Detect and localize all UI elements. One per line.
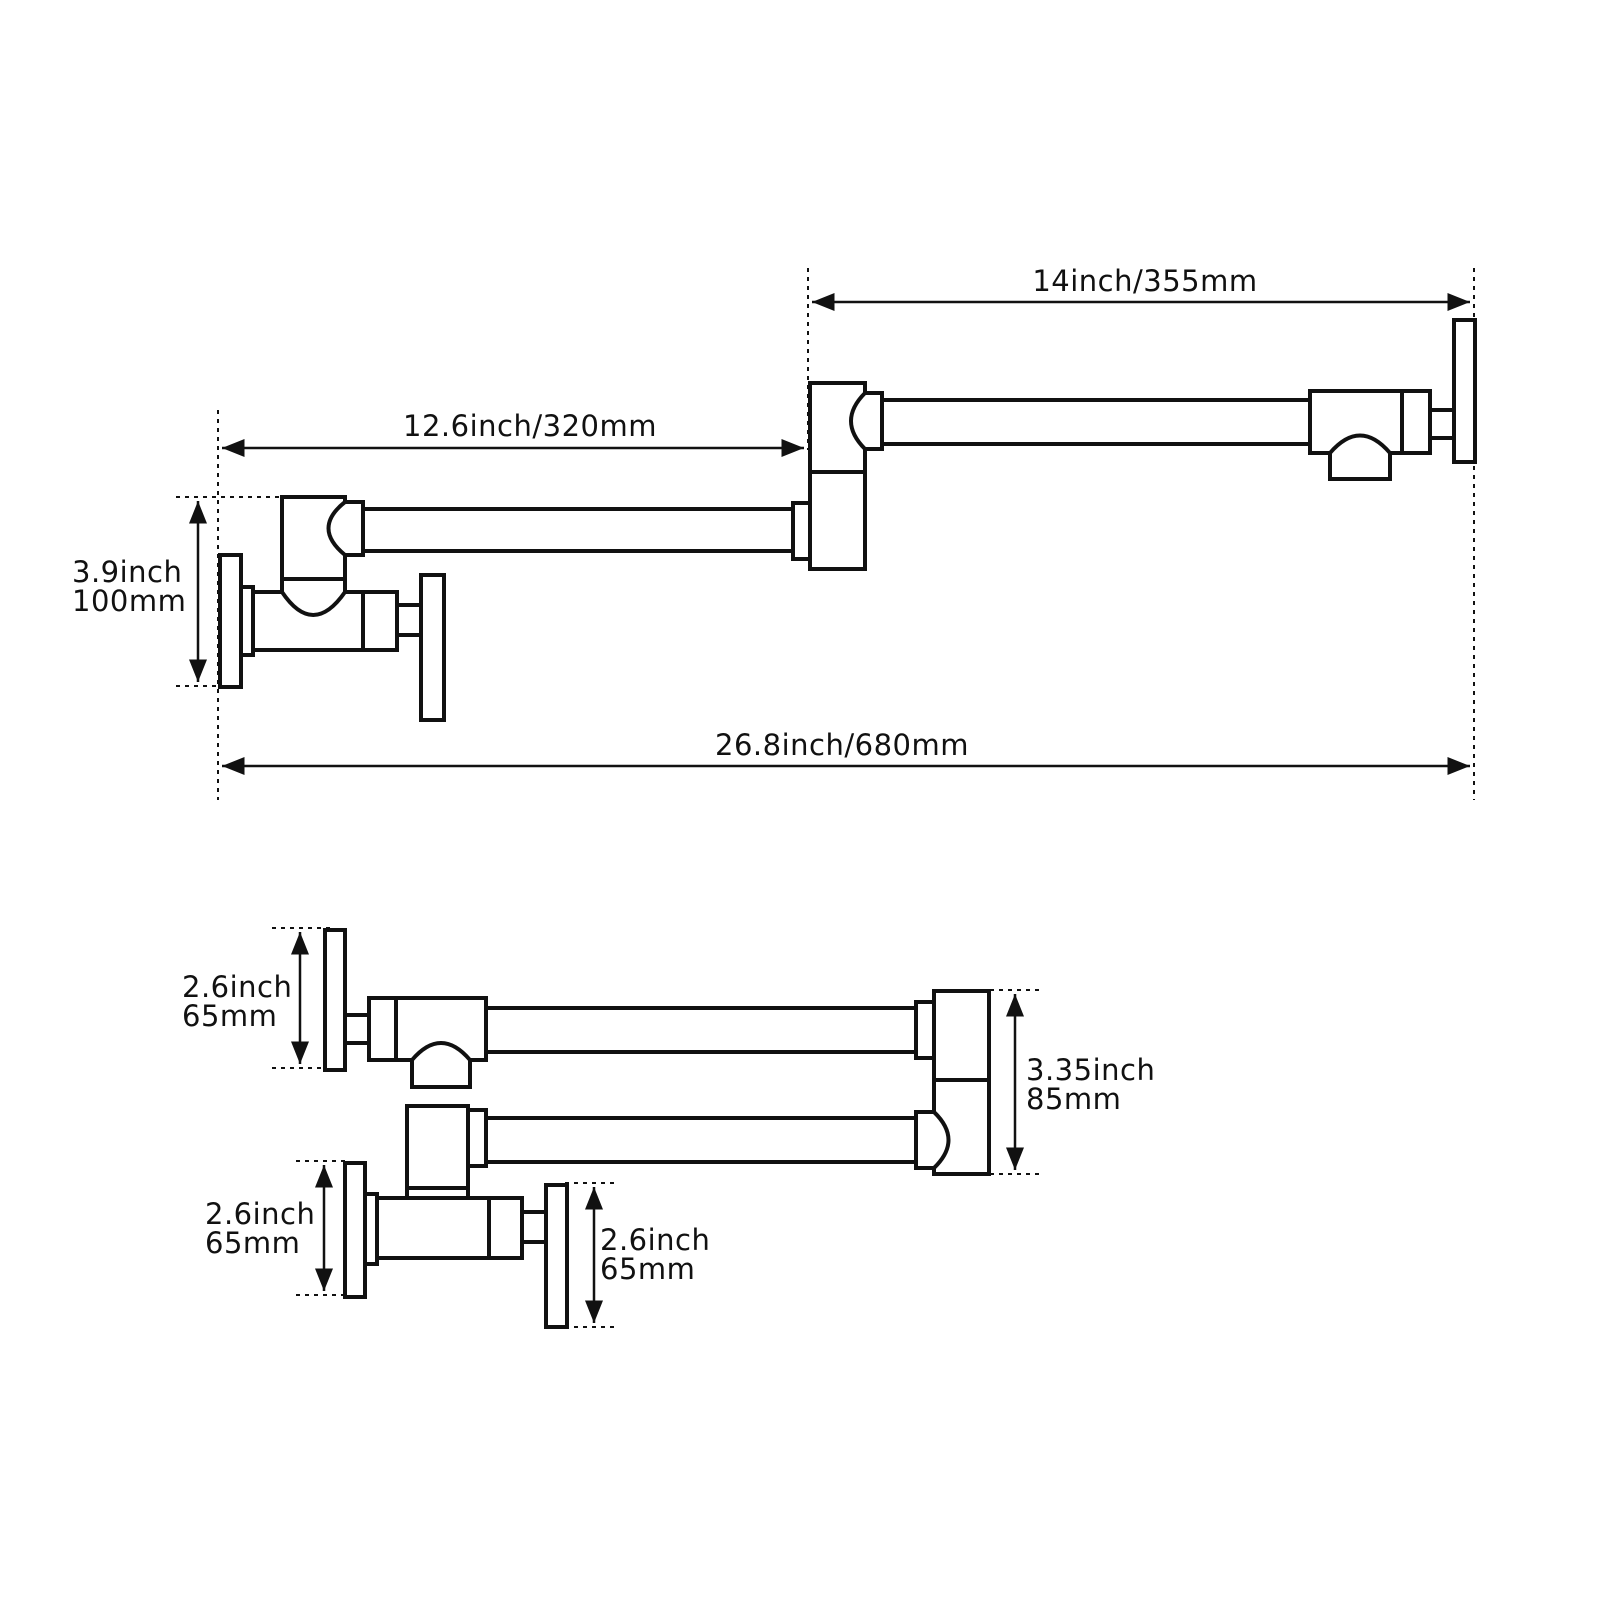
folded-spout-stem — [343, 1013, 371, 1045]
spout-collar — [1400, 389, 1432, 455]
valve-handle — [419, 573, 446, 722]
label-height-mm: 100mm — [72, 584, 186, 618]
lower-arm — [361, 507, 795, 553]
upper-arm — [880, 398, 1312, 446]
folded-swivel-joint-upper — [932, 989, 991, 1082]
extension-lines-folded — [272, 927, 1040, 1328]
folded-valve-bonnet — [487, 1196, 524, 1260]
folded-spout-outlet — [410, 1041, 472, 1089]
label-spout-mm: 65mm — [182, 999, 277, 1033]
folded-riser-elbow — [405, 1104, 470, 1190]
spout-outlet — [1328, 433, 1392, 481]
faucet-folded — [323, 928, 991, 1329]
extension-lines-extended — [176, 268, 1475, 800]
extended-view: 14inch/355mm 12.6inch/320mm 26.8inch/680… — [72, 264, 1477, 800]
folded-lower-arm — [484, 1116, 918, 1164]
valve-stem — [395, 603, 423, 637]
label-upper-arm: 14inch/355mm — [1032, 264, 1257, 298]
swivel-joint-lower — [808, 470, 867, 571]
label-flange-inch: 2.6inch — [205, 1197, 315, 1231]
label-flange-mm: 65mm — [205, 1226, 300, 1260]
folded-spout-handle — [323, 928, 347, 1072]
joint-cap-lower-left — [326, 500, 365, 557]
faucet-extended — [218, 318, 1477, 722]
dimension-lines-extended — [189, 293, 1470, 775]
spout-handle — [1452, 318, 1477, 464]
label-handle-inch: 2.6inch — [600, 1223, 710, 1257]
label-lower-arm: 12.6inch/320mm — [403, 409, 657, 443]
label-height-inch: 3.9inch — [72, 555, 182, 589]
joint-cap-upper-left — [849, 391, 884, 451]
folded-valve-handle — [544, 1183, 569, 1329]
label-joint-mm: 85mm — [1026, 1082, 1121, 1116]
folded-spout-collar — [367, 996, 398, 1062]
folded-wall-flange — [343, 1161, 367, 1299]
folded-valve-body — [375, 1196, 491, 1260]
label-total-length: 26.8inch/680mm — [715, 728, 969, 762]
valve-bonnet — [361, 590, 399, 652]
spout-stem — [1428, 408, 1456, 440]
label-joint-inch: 3.35inch — [1026, 1053, 1155, 1087]
dimension-lines-folded — [291, 932, 1024, 1323]
folded-upper-arm — [484, 1006, 918, 1054]
folded-valve-stem — [520, 1210, 548, 1244]
folded-view: 2.6inch 65mm 3.35inch 85mm 2.6inch 65mm … — [182, 927, 1155, 1329]
folded-joint-cap-lower — [914, 1110, 951, 1170]
label-spout-inch: 2.6inch — [182, 970, 292, 1004]
label-handle-mm: 65mm — [600, 1252, 695, 1286]
riser-elbow-nut — [280, 577, 347, 617]
wall-flange — [218, 553, 243, 689]
